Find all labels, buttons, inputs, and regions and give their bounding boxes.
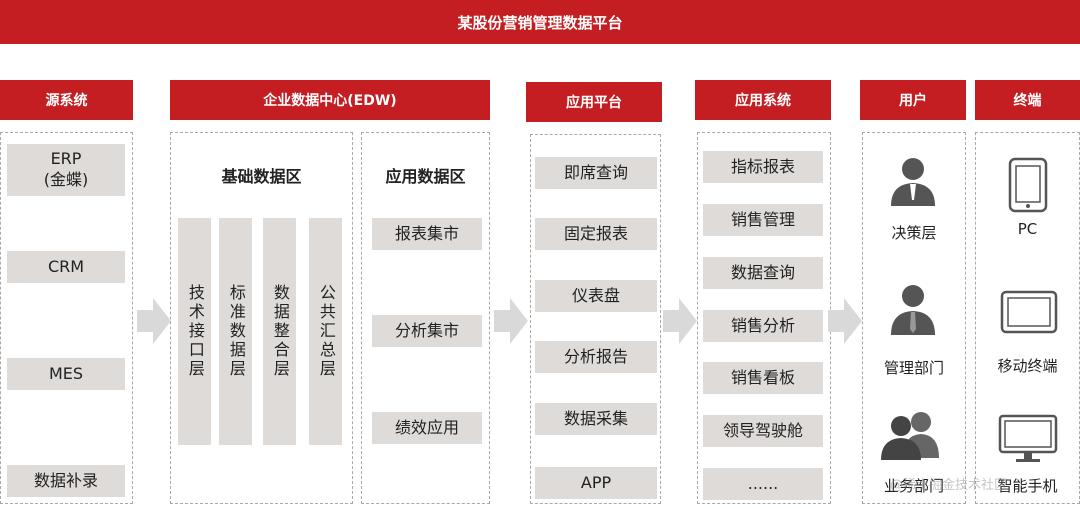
platform-item-fixed-report: 固定报表 xyxy=(535,218,657,250)
user-label-executive: 决策层 xyxy=(891,224,937,242)
watermark: @稀土掘金技术社区 xyxy=(890,478,1008,493)
layer-label: 标准数据层 xyxy=(226,284,246,379)
appsys-item-data-query: 数据查询 xyxy=(703,257,823,289)
flow-arrow-icon xyxy=(663,298,697,344)
source-panel xyxy=(0,132,133,504)
flow-arrow-icon xyxy=(137,298,171,344)
mart-performance: 绩效应用 xyxy=(372,412,482,444)
tablet-icon xyxy=(1008,157,1048,213)
team-icon xyxy=(881,412,939,460)
base-zone-title: 基础数据区 xyxy=(221,167,302,186)
edw-base-panel xyxy=(170,132,353,504)
layer-label: 数据整合层 xyxy=(270,284,290,379)
platform-item-dashboard: 仪表盘 xyxy=(535,280,657,312)
tablet-landscape-icon xyxy=(1000,290,1058,334)
layer-standard-data: 标准数据层 xyxy=(219,218,252,445)
appsys-item-sales-mgmt: 销售管理 xyxy=(703,204,823,236)
source-item-supplement: 数据补录 xyxy=(7,465,125,497)
user-label-manager: 管理部门 xyxy=(883,359,944,377)
platform-item-analysis-report: 分析报告 xyxy=(535,341,657,373)
header-appsys: 应用系统 xyxy=(695,80,831,120)
mart-report: 报表集市 xyxy=(372,218,482,250)
mart-analysis: 分析集市 xyxy=(372,315,482,347)
header-edw: 企业数据中心(EDW) xyxy=(170,80,490,120)
layer-data-integration: 数据整合层 xyxy=(263,218,296,445)
flow-arrow-icon xyxy=(494,298,528,344)
source-item-erp: ERP (金蝶) xyxy=(7,144,125,196)
platform-panel xyxy=(530,134,661,504)
source-item-mes: MES xyxy=(7,358,125,390)
terminal-label-smartphone: 智能手机 xyxy=(997,477,1058,495)
page-title: 某股份营销管理数据平台 xyxy=(0,0,1080,44)
header-users: 用户 xyxy=(860,80,966,120)
edw-app-panel xyxy=(361,132,490,504)
header-source: 源系统 xyxy=(0,80,133,120)
appsys-item-cockpit: 领导驾驶舱 xyxy=(703,415,823,447)
monitor-icon xyxy=(998,414,1058,462)
executive-icon xyxy=(891,158,935,206)
terminal-label-pc: PC xyxy=(1017,220,1038,238)
manager-icon xyxy=(891,285,935,335)
layer-tech-interface: 技术接口层 xyxy=(178,218,211,445)
platform-item-data-collection: 数据采集 xyxy=(535,403,657,435)
appsys-item-sales-analysis: 销售分析 xyxy=(703,310,823,342)
app-zone-title: 应用数据区 xyxy=(385,167,466,186)
user-label-business: 业务部门 xyxy=(883,477,944,495)
flow-arrow-icon xyxy=(828,298,862,344)
appsys-item-more: ...... xyxy=(703,468,823,500)
layer-label: 技术接口层 xyxy=(185,284,205,379)
platform-item-adhoc: 即席查询 xyxy=(535,157,657,189)
layer-label: 公共汇总层 xyxy=(316,284,336,379)
source-item-crm: CRM xyxy=(7,251,125,283)
terminal-label-mobile: 移动终端 xyxy=(997,357,1058,375)
appsys-item-sales-board: 销售看板 xyxy=(703,362,823,394)
layer-public-summary: 公共汇总层 xyxy=(309,218,342,445)
header-terminal: 终端 xyxy=(975,80,1080,120)
platform-item-app: APP xyxy=(535,467,657,499)
appsys-item-kpi-report: 指标报表 xyxy=(703,151,823,183)
users-panel xyxy=(862,132,966,504)
header-platform: 应用平台 xyxy=(526,82,662,122)
